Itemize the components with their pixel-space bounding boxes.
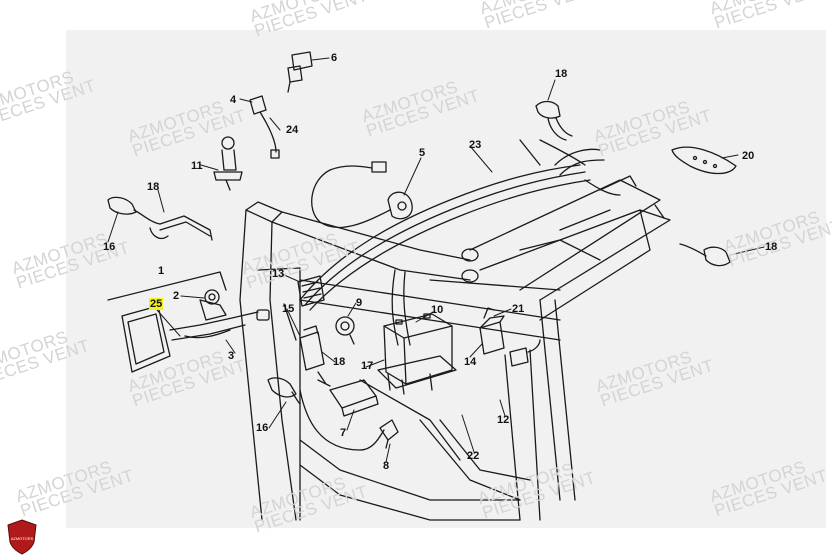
callout-26[interactable]: 24 xyxy=(286,124,299,136)
logo-text: AZMOTORS xyxy=(11,536,34,541)
part-4-26 xyxy=(249,95,280,159)
part-2 xyxy=(199,289,227,321)
callout-10[interactable]: 10 xyxy=(431,304,444,316)
callout-11[interactable]: 11 xyxy=(191,160,203,172)
part-8 xyxy=(299,389,399,451)
headlight xyxy=(107,271,270,373)
callout-3[interactable]: 3 xyxy=(228,350,235,362)
callout-22[interactable]: 20 xyxy=(742,150,755,162)
callout-4[interactable]: 4 xyxy=(230,94,237,106)
part-13 xyxy=(297,275,325,307)
wiring-harness xyxy=(299,139,621,346)
callout-5[interactable]: 5 xyxy=(419,147,426,159)
callout-23[interactable]: 21 xyxy=(512,303,525,315)
brand-logo: AZMOTORS xyxy=(7,519,37,555)
frame xyxy=(239,175,671,521)
part-3 xyxy=(184,329,231,339)
callout-18-upper[interactable]: 18 xyxy=(555,68,568,80)
part-10 xyxy=(377,313,457,395)
callout-15[interactable]: 15 xyxy=(282,303,295,315)
part-11 xyxy=(213,136,243,191)
part-5 xyxy=(311,161,413,228)
turn-signal-rear-lower xyxy=(679,243,731,267)
callout-8[interactable]: 8 xyxy=(383,460,390,472)
callout-13[interactable]: 13 xyxy=(272,268,285,280)
callout-6[interactable]: 6 xyxy=(331,52,338,64)
leader-lines xyxy=(107,57,765,463)
turn-signal-rear-upper xyxy=(535,100,573,141)
callout-18-lower[interactable]: 18 xyxy=(765,241,778,253)
callout-20[interactable]: 18 xyxy=(147,181,160,193)
callout-24[interactable]: 22 xyxy=(467,450,480,462)
part-15-19 xyxy=(283,303,327,385)
callout-2[interactable]: 2 xyxy=(173,290,180,302)
turn-signal-front-lower xyxy=(267,377,301,405)
callout-17[interactable]: 17 xyxy=(361,360,374,372)
callout-7[interactable]: 7 xyxy=(340,427,347,439)
callout-1[interactable]: 1 xyxy=(158,265,165,277)
callout-9[interactable]: 9 xyxy=(356,297,363,309)
turn-signal-front-upper xyxy=(107,196,213,241)
callout-25[interactable]: 23 xyxy=(469,139,482,151)
callout-21-highlighted[interactable]: 25 xyxy=(149,298,164,310)
part-9 xyxy=(335,316,355,345)
part-6 xyxy=(287,51,313,93)
part-7 xyxy=(317,379,379,417)
callout-19[interactable]: 18 xyxy=(333,356,346,368)
callout-12[interactable]: 12 xyxy=(497,414,510,426)
part-22 xyxy=(671,146,737,175)
callout-16-lower[interactable]: 16 xyxy=(256,422,269,434)
part-14-23 xyxy=(479,307,541,367)
callout-14[interactable]: 14 xyxy=(464,356,477,368)
callout-16-upper[interactable]: 16 xyxy=(103,241,116,253)
